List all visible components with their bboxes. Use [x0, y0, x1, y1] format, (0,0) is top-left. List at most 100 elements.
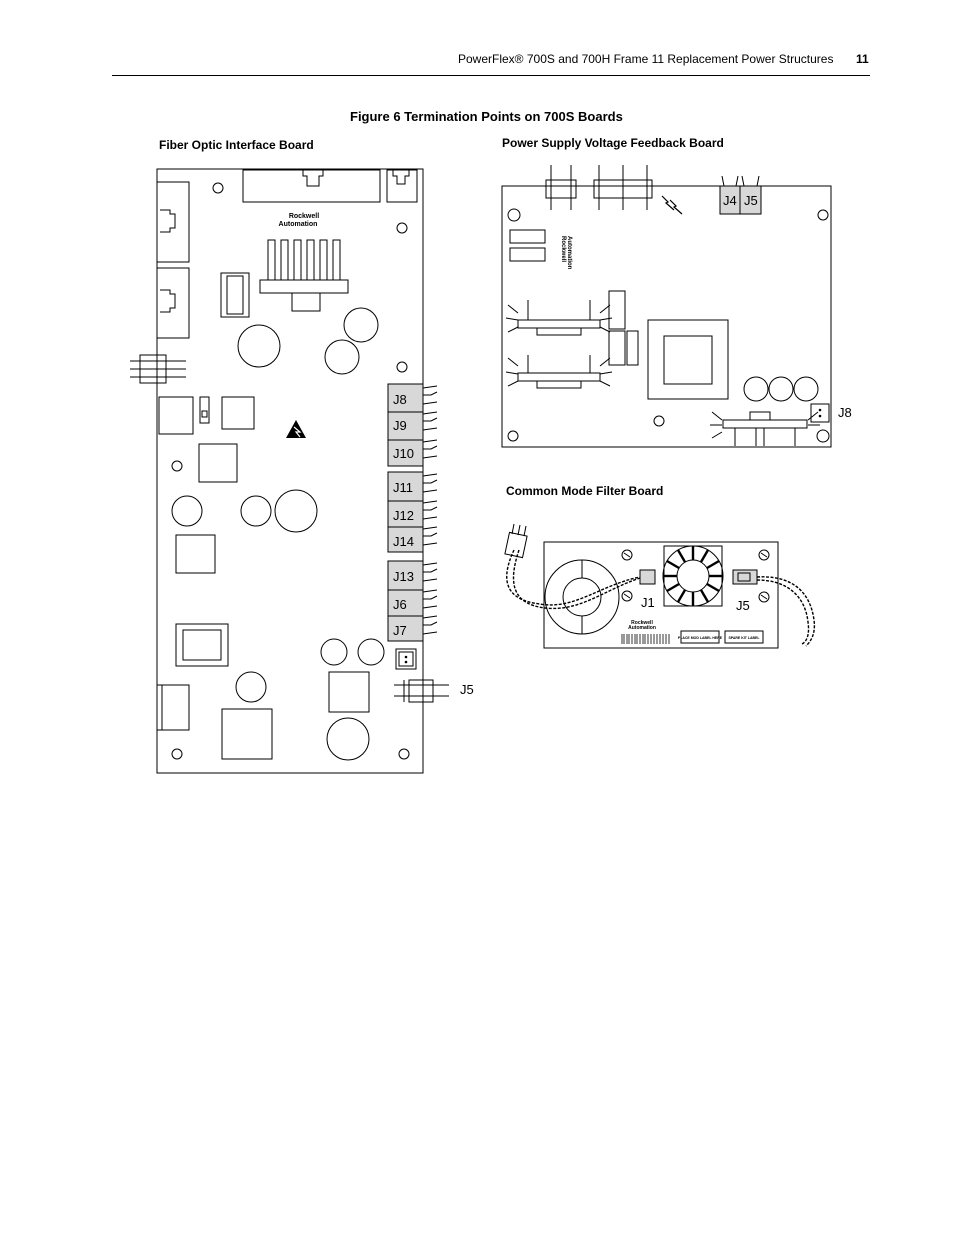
twisted-wire-left [512, 549, 641, 610]
connector-wires [721, 175, 760, 187]
connector-block-j13-j7 [387, 560, 424, 642]
toroid-frame [663, 545, 723, 607]
chip-socket [175, 623, 229, 667]
mounting-hole [507, 208, 521, 222]
connector-j5 [732, 569, 758, 585]
power-supply-board [501, 165, 832, 448]
component [509, 247, 546, 262]
mounting-hole [653, 415, 665, 427]
screw-icon [621, 590, 633, 602]
top-right-connector-latch [392, 170, 410, 185]
connector-block-j11-j14 [387, 471, 424, 553]
connector-label-j1: J1 [641, 595, 655, 610]
component [509, 229, 546, 244]
capacitor [274, 489, 318, 533]
small-connector-inner [398, 651, 414, 667]
rockwell-logo-line1: Rockwell [560, 236, 566, 262]
heatsink [505, 355, 613, 389]
fiber-connector-bottom-tab [160, 289, 176, 313]
label-sticker [680, 630, 720, 644]
header-rule [112, 75, 870, 76]
pin [818, 408, 822, 412]
power-supply-board-outline [501, 185, 832, 448]
connector-label-j10: J10 [393, 446, 414, 461]
esd-warning-icon-hand [293, 426, 302, 438]
connector-j5 [739, 185, 762, 215]
common-mode-board-outline [543, 541, 779, 649]
connector-label-j13: J13 [393, 569, 414, 584]
connector-label-j4: J4 [723, 193, 737, 208]
voltage-hazard-icon [661, 195, 683, 215]
top-connector-strip [242, 169, 381, 203]
wire-end-pins [511, 523, 527, 537]
transformer [647, 319, 729, 400]
mounting-hole [212, 182, 224, 194]
screw-icon [621, 549, 633, 561]
chip [175, 534, 216, 574]
barcode [621, 634, 670, 644]
fiber-connector-bottom [156, 267, 190, 339]
component [608, 290, 626, 330]
connector-block-j10 [387, 439, 424, 467]
rockwell-logo-line1: Rockwell [289, 213, 319, 220]
rockwell-logo-line1: Rockwell [631, 620, 653, 626]
running-header: PowerFlex® 700S and 700H Frame 11 Replac… [458, 52, 834, 66]
connector-label-j11: J11 [393, 480, 413, 495]
pin [404, 655, 408, 659]
capacitor [326, 717, 370, 761]
jumper-pin [201, 410, 208, 418]
mounting-hole [171, 748, 183, 760]
connector-label-j8: J8 [838, 405, 852, 420]
heatsink [710, 411, 820, 446]
rockwell-logo-line2: Automation [566, 236, 572, 270]
connector-label-j5: J5 [736, 598, 750, 613]
chip [158, 396, 194, 435]
component [626, 330, 639, 366]
capacitor [320, 638, 348, 666]
capacitor [171, 495, 203, 527]
connector-wire-tails [422, 385, 438, 635]
toroid-windings [663, 546, 723, 606]
small-connector [395, 648, 417, 670]
mounting-hole [816, 429, 830, 443]
screw-icon [758, 591, 770, 603]
transformer-core [663, 335, 713, 385]
connector-label-j6: J6 [393, 597, 407, 612]
figure-caption: Figure 6 Termination Points on 700S Boar… [350, 109, 623, 124]
twisted-wire-left [506, 549, 641, 606]
connector-label-j8: J8 [393, 392, 407, 407]
twisted-wire-right [756, 576, 816, 647]
pin [404, 660, 408, 664]
connector-label-j12: J12 [393, 508, 414, 523]
mounting-hole [396, 361, 408, 373]
fiber-optic-board [130, 168, 449, 774]
screw-icon [758, 549, 770, 561]
chip [328, 671, 370, 713]
sticker-label-1: PLACE MOD LABEL HERE [678, 636, 723, 640]
transformer-core [226, 275, 244, 315]
connector-label-j14: J14 [393, 534, 414, 549]
connector-label-j7: J7 [393, 623, 407, 638]
heatsink [259, 239, 349, 312]
capacitor [324, 339, 360, 375]
mounting-hole [817, 209, 829, 221]
top-connector [545, 179, 577, 199]
chip [221, 396, 255, 430]
label-sticker [724, 630, 764, 644]
top-right-connector [386, 169, 418, 203]
wire-end-connector [504, 531, 528, 559]
fiber-connector-top-tab [160, 209, 176, 233]
twisted-wire-right [756, 579, 810, 645]
chip-socket-inner [182, 629, 222, 661]
rockwell-logo-line2: Automation [628, 625, 656, 631]
top-connector-latch [302, 170, 324, 187]
toroid-core-inner [562, 577, 602, 617]
mounting-hole [171, 460, 183, 472]
capacitor [357, 638, 385, 666]
jumper [199, 396, 210, 424]
sticker-label-2: SPARE KIT LABEL [728, 636, 760, 640]
capacitor [743, 376, 769, 402]
capacitor [343, 307, 379, 343]
chip [198, 443, 238, 483]
